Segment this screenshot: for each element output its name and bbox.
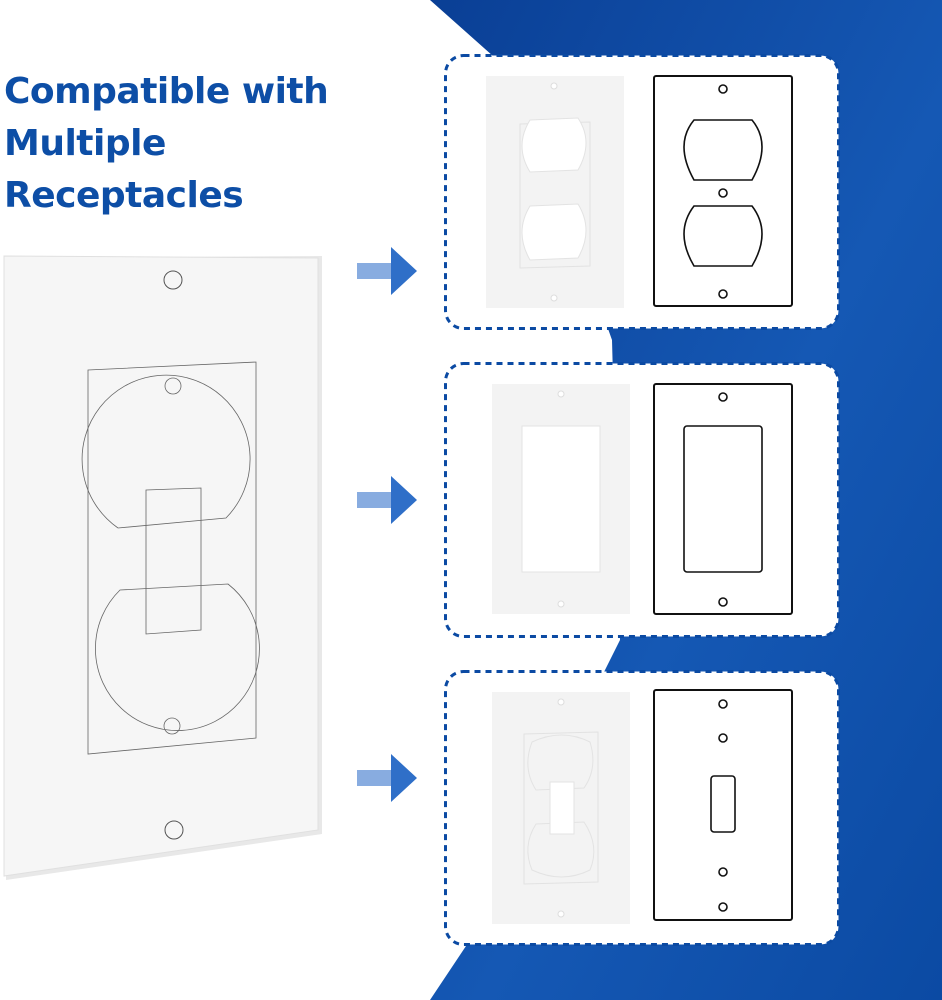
top-screw-hole [163, 270, 183, 290]
duplex-panel-drawing [444, 54, 840, 330]
bottom-screw-hole [164, 820, 184, 840]
headline-line-2: Multiple [4, 123, 166, 164]
headline: Compatible with Multiple Receptacles [4, 66, 329, 222]
panel-toggle [444, 670, 840, 946]
headline-line-1: Compatible with [4, 71, 329, 112]
arrow-icon [357, 476, 417, 524]
toggle-panel-drawing [444, 670, 840, 946]
arrow-icon [357, 754, 417, 802]
main-gasket-plate [3, 255, 322, 880]
decora-panel-drawing [444, 362, 840, 638]
panel-duplex [444, 54, 840, 330]
arrow-icon [357, 247, 417, 295]
headline-line-3: Receptacles [4, 175, 244, 216]
panel-decora [444, 362, 840, 638]
